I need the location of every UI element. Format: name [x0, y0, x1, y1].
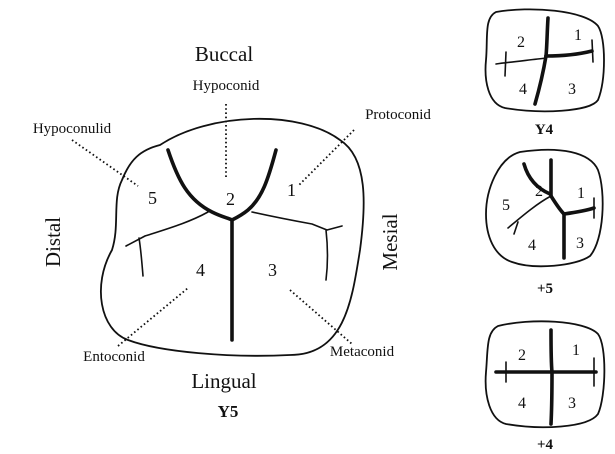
variant-y4-number-1: 1 [574, 27, 582, 44]
leader-metaconid [289, 289, 353, 345]
cusp-number-4: 4 [196, 260, 205, 280]
main-molar: 2 1 5 4 3 Buccal Lingual Distal Mesial H… [33, 42, 432, 421]
variant-y4-label: Y4 [535, 122, 554, 138]
variant-plus4-groove-top [549, 328, 554, 374]
leader-entoconid [117, 287, 189, 347]
variant-y4-number-4: 4 [519, 81, 527, 98]
variant-plus5: 5 2 1 4 3 +5 [485, 148, 604, 297]
variant-plus5-number-2: 2 [535, 183, 543, 200]
variant-y4-groove-vertical-bottom [533, 54, 548, 106]
variant-plus5-number-5: 5 [502, 197, 510, 214]
variant-y4-number-3: 3 [568, 81, 576, 98]
groove-y-right [230, 148, 278, 222]
variant-plus4-number-3: 3 [568, 395, 576, 412]
cusp-number-2: 2 [226, 189, 235, 209]
variant-plus4-groove-bottom [549, 370, 554, 426]
variant-plus4-label: +4 [537, 437, 554, 453]
variant-plus4-number-4: 4 [518, 395, 526, 412]
variant-plus5-label: +5 [537, 281, 553, 297]
variant-plus5-outline [485, 148, 604, 268]
label-hypoconid: Hypoconid [193, 78, 260, 94]
variant-plus4-number-1: 1 [572, 342, 580, 359]
variant-plus4: 2 1 4 3 +4 [484, 320, 606, 453]
label-distal: Distal [41, 217, 65, 267]
variant-y4-groove-left [495, 51, 547, 77]
variant-y4-groove-right [544, 49, 594, 58]
variant-y4-groove-right-end [591, 39, 594, 63]
variant-plus5-groove-left-arc [522, 162, 552, 196]
cusp-number-1: 1 [287, 180, 296, 200]
variant-y4-outline [484, 8, 605, 113]
label-entoconid: Entoconid [83, 349, 145, 365]
label-hypoconulid: Hypoconulid [33, 121, 112, 137]
groove-distal [125, 211, 209, 277]
cusp-number-3: 3 [268, 260, 277, 280]
label-protoconid: Protoconid [365, 107, 431, 123]
variant-plus5-groove-left [507, 195, 552, 235]
variant-y4-number-2: 2 [517, 34, 525, 51]
variant-plus5-groove-center [549, 194, 566, 216]
variant-plus4-number-2: 2 [518, 347, 526, 364]
leader-protoconid [297, 129, 355, 187]
label-pattern-y5: Y5 [218, 402, 239, 421]
groove-mesial [251, 211, 343, 281]
groove-y-left [166, 148, 234, 222]
variant-y4-groove-vertical-top [544, 16, 550, 58]
label-metaconid: Metaconid [330, 344, 395, 360]
label-buccal: Buccal [195, 42, 253, 66]
label-mesial: Mesial [378, 213, 402, 270]
leader-hypoconulid [71, 139, 139, 187]
cusp-number-5: 5 [148, 188, 157, 208]
variant-plus4-outline [484, 320, 606, 429]
variant-plus5-number-1: 1 [577, 185, 585, 202]
variant-plus5-number-3: 3 [576, 235, 584, 252]
variant-y4: 2 1 4 3 Y4 [484, 8, 605, 138]
variant-plus5-number-4: 4 [528, 237, 536, 254]
variant-plus5-groove-right [562, 206, 596, 216]
label-lingual: Lingual [191, 369, 256, 393]
main-molar-outline [100, 117, 365, 357]
